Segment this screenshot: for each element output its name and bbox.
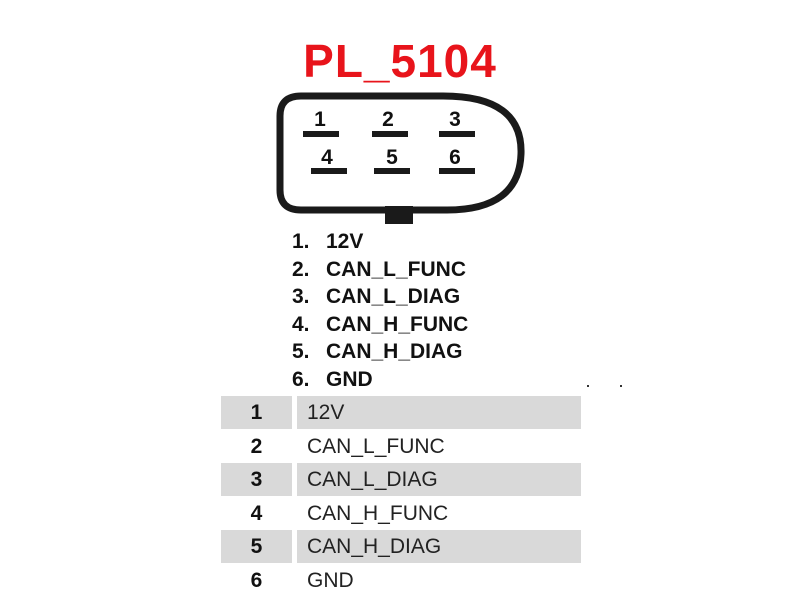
stray-mark: [620, 385, 622, 387]
legend-number: 3.: [292, 285, 310, 308]
legend-item: 6. GND: [292, 366, 468, 394]
table-pin-number: 5: [221, 530, 292, 563]
legend-number: 6.: [292, 367, 310, 391]
legend-number: 4.: [292, 312, 310, 336]
legend-label: CAN_L_FUNC: [326, 257, 467, 281]
legend-label: CAN_H_FUNC: [326, 312, 469, 336]
pin-legend: 1. 12V 2. CAN_L_FUNC 3. CAN_L_DIAG 4. CAN_H_…: [292, 228, 468, 393]
table-row: 4 CAN_H_FUNC: [221, 497, 581, 531]
table-row: 1 12V: [221, 396, 581, 430]
table-pin-signal: CAN_L_DIAG: [297, 463, 581, 496]
table-pin-number: 3: [221, 463, 292, 496]
legend-item: 5. CAN_H_DIAG: [292, 338, 468, 366]
table-pin-number: 6: [250, 568, 263, 592]
pin-contact: [374, 168, 410, 174]
table-row: 6 GND: [221, 564, 581, 598]
pin-contact: [439, 131, 475, 137]
legend-number: 5.: [292, 340, 310, 363]
table-pin-number: 4: [250, 501, 263, 525]
table-pin-number: 1: [221, 396, 292, 429]
connector-key-tab: [385, 206, 413, 224]
pin-number: 6: [449, 146, 461, 169]
legend-number: 2.: [292, 257, 310, 281]
pin-contact: [311, 168, 347, 174]
pin-contact: [439, 168, 475, 174]
table-pin-number: 2: [250, 434, 263, 458]
connector-housing-outline: [276, 92, 525, 214]
pin-number: 4: [321, 146, 333, 169]
pin-number: 3: [449, 108, 461, 131]
legend-label: CAN_L_DIAG: [326, 285, 461, 308]
connector-title: PL_5104: [303, 35, 497, 87]
table-pin-signal: CAN_H_DIAG: [297, 530, 581, 563]
table-row: 5 CAN_H_DIAG: [221, 530, 581, 564]
connector-diagram: 1 2 3 4 5 6: [276, 92, 525, 224]
table-pin-signal: GND: [307, 568, 354, 592]
legend-label: GND: [326, 367, 373, 391]
pin-number: 5: [386, 146, 398, 169]
table-row: 2 CAN_L_FUNC: [221, 430, 581, 464]
table-pin-signal: CAN_H_FUNC: [307, 501, 449, 525]
pinout-table: 1 12V 2 CAN_L_FUNC 3 CAN_L_DIAG 4 CAN_H_…: [221, 396, 581, 597]
legend-item: 2. CAN_L_FUNC: [292, 256, 468, 284]
legend-label: 12V: [326, 230, 364, 253]
legend-item: 3. CAN_L_DIAG: [292, 283, 468, 311]
pin-contact: [372, 131, 408, 137]
pin-number: 1: [314, 108, 326, 131]
table-pin-signal: 12V: [297, 396, 581, 429]
legend-label: CAN_H_DIAG: [326, 340, 463, 363]
legend-item: 1. 12V: [292, 228, 468, 256]
stray-mark: [587, 385, 589, 387]
pin-number: 2: [382, 108, 394, 131]
pin-contact: [303, 131, 339, 137]
table-row: 3 CAN_L_DIAG: [221, 463, 581, 497]
table-pin-signal: CAN_L_FUNC: [307, 434, 445, 458]
legend-number: 1.: [292, 230, 310, 253]
legend-item: 4. CAN_H_FUNC: [292, 311, 468, 339]
